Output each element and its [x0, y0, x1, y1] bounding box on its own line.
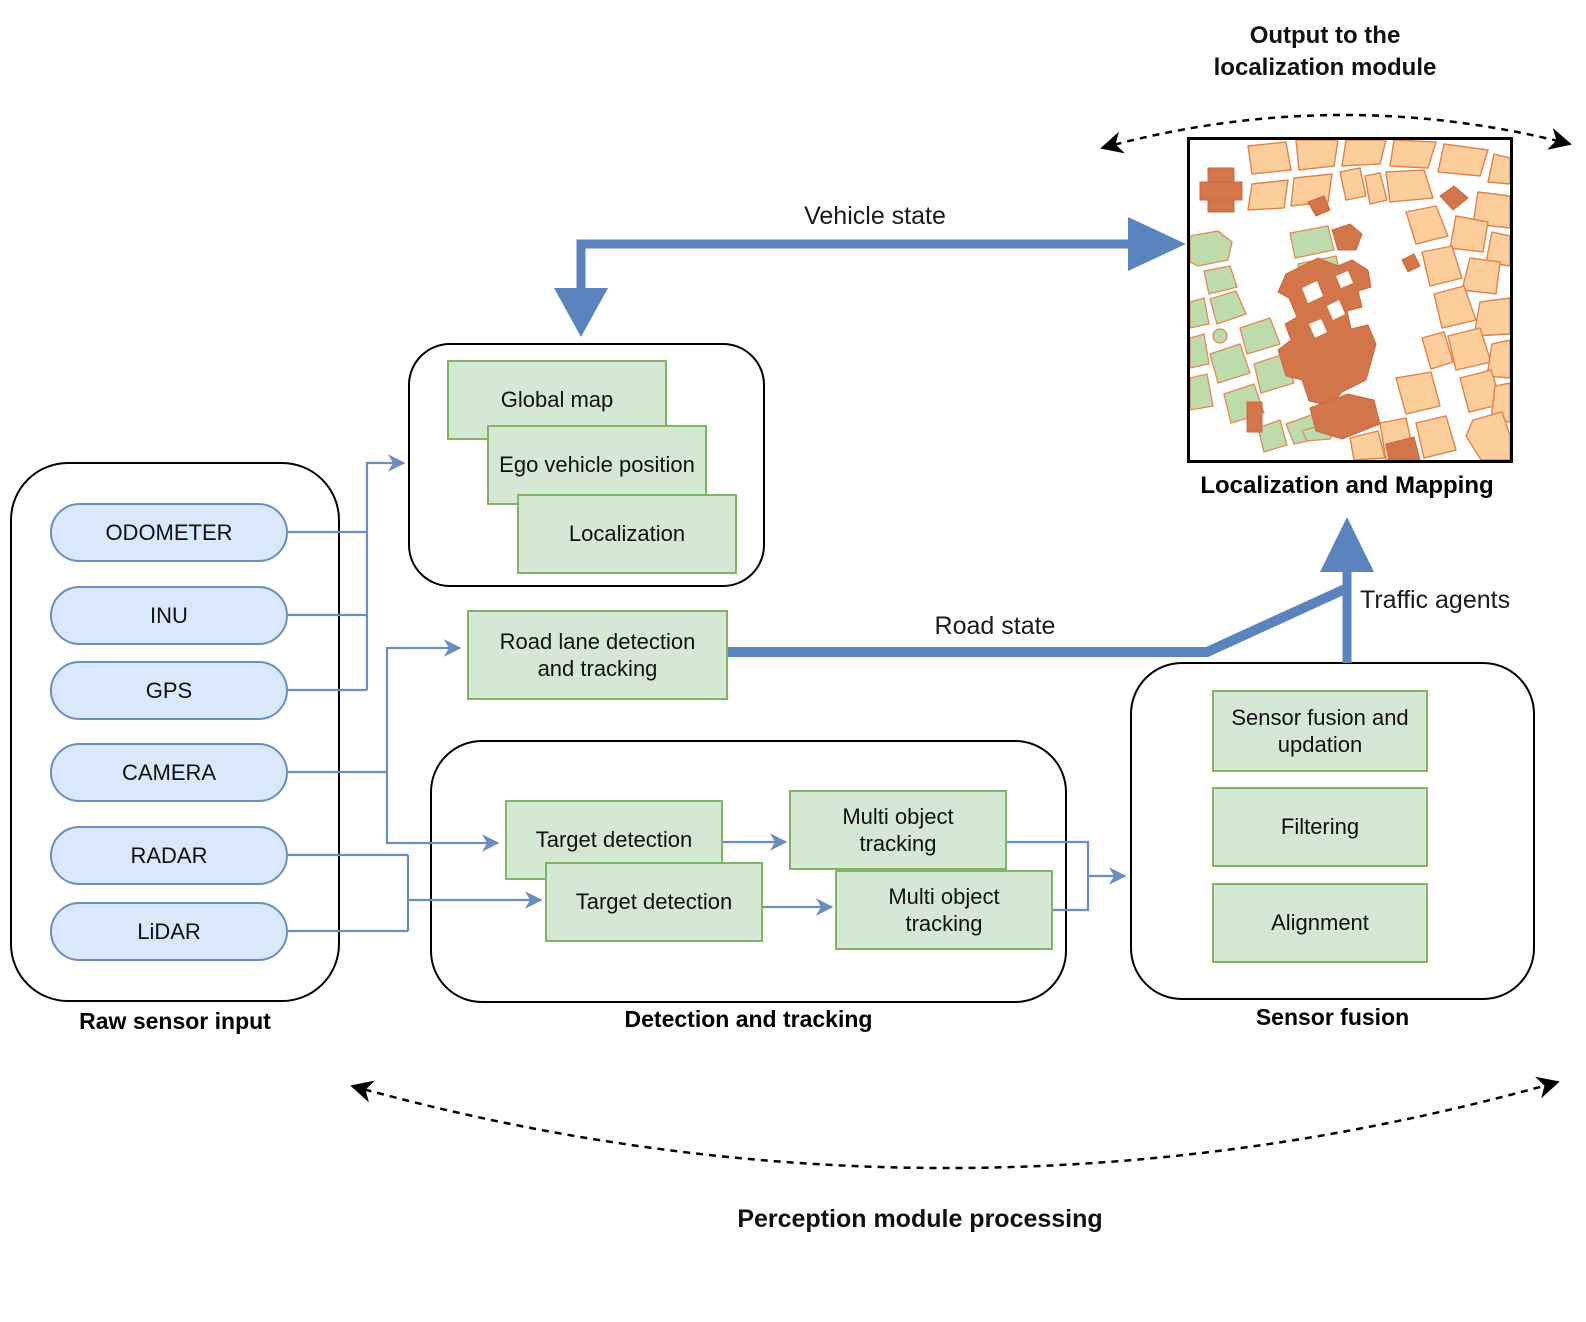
sensor-label: GPS [145, 677, 193, 703]
target-detection-label: Target detection [535, 827, 693, 853]
traffic-agents-arrowhead-up [1320, 517, 1374, 572]
sensor-pill-odometer: ODOMETER [50, 503, 288, 562]
sensor-pill-lidar: LiDAR [50, 902, 288, 961]
multi-object-tracking-label: Multi object tracking [888, 883, 1000, 937]
road-state-label: Road state [934, 612, 1056, 640]
sensor-pill-gps: GPS [50, 661, 288, 720]
perception-scope-arc [350, 1076, 1560, 1170]
vehicle-state-arrow [576, 239, 1130, 292]
vehicle-state-label: Vehicle state [804, 202, 946, 230]
raw-sensor-input-container [10, 462, 340, 1002]
sensor-label: ODOMETER [105, 519, 233, 545]
target-detection-label: Target detection [575, 889, 733, 915]
city-map-image [1187, 137, 1513, 463]
road-lane-detection-box: Road lane detection and tracking [467, 610, 728, 700]
global-map-label: Global map [500, 387, 614, 413]
alignment-box: Alignment [1212, 883, 1428, 963]
sensor-fusion-updation-box: Sensor fusion and updation [1212, 690, 1428, 772]
detection-tracking-caption: Detection and tracking [624, 1006, 873, 1032]
sensor-label: CAMERA [121, 759, 217, 785]
sensor-pill-inu: INU [50, 586, 288, 645]
sensor-fusion-updation-label: Sensor fusion and updation [1231, 704, 1409, 758]
vehicle-state-arrowhead-right [1128, 217, 1186, 271]
road-lane-detection-label: Road lane detection and tracking [499, 628, 696, 682]
localization-box: Localization [517, 494, 737, 574]
sensor-fusion-container [1130, 662, 1535, 1000]
output-to-localization-title: Output to the localization module [1213, 22, 1437, 81]
map-caption: Localization and Mapping [1200, 472, 1494, 499]
sensor-pill-camera: CAMERA [50, 743, 288, 802]
ego-vehicle-position-box: Ego vehicle position [487, 425, 707, 505]
perception-module-caption: Perception module processing [737, 1205, 1103, 1233]
multi-object-tracking-box-1: Multi object tracking [789, 790, 1007, 870]
localization-module-container [408, 343, 765, 587]
multi-object-tracking-box-2: Multi object tracking [835, 870, 1053, 950]
bus-to-localization-arrow [365, 454, 406, 690]
alignment-label: Alignment [1271, 910, 1369, 936]
multi-object-tracking-label: Multi object tracking [842, 803, 954, 857]
target-detection-box-2: Target detection [545, 862, 763, 942]
filtering-box: Filtering [1212, 787, 1428, 867]
ego-vehicle-position-label: Ego vehicle position [499, 452, 695, 478]
sensor-label: INU [150, 602, 188, 628]
localization-label: Localization [568, 521, 686, 547]
raw-sensor-caption: Raw sensor input [79, 1008, 271, 1034]
sensor-label: LiDAR [137, 918, 201, 944]
vehicle-state-arrowhead-down [554, 288, 608, 337]
sensor-pill-radar: RADAR [50, 826, 288, 885]
traffic-agents-label: Traffic agents [1360, 586, 1511, 614]
filtering-label: Filtering [1280, 814, 1360, 840]
sensor-fusion-caption: Sensor fusion [1255, 1004, 1410, 1030]
city-map-graphic [1190, 140, 1510, 460]
sensor-label: RADAR [130, 842, 208, 868]
